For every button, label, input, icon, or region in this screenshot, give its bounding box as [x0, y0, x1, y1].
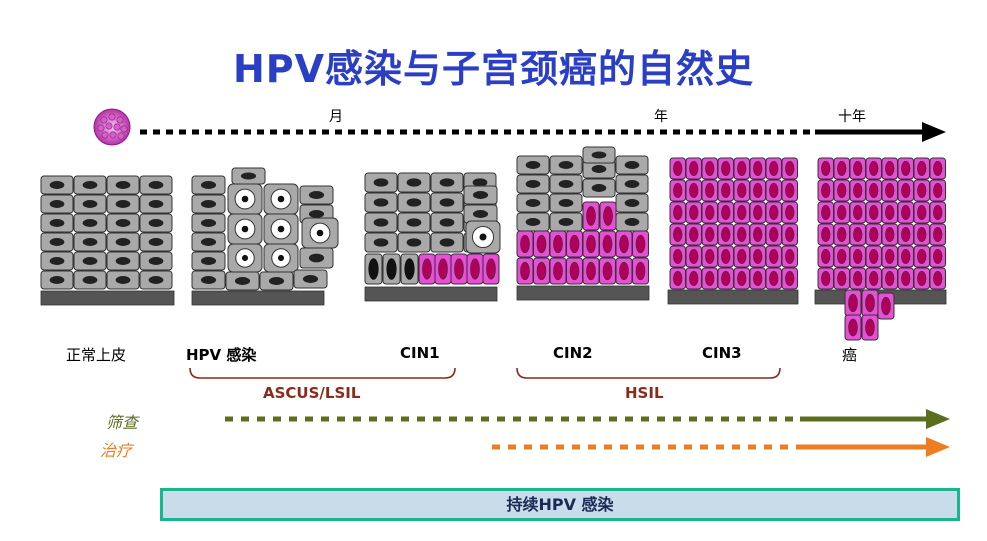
timeline-arrow [140, 122, 946, 142]
stage-label-cancer: 癌 [842, 346, 858, 364]
stage-label-normal: 正常上皮 [66, 346, 127, 364]
stage-label-cin3: CIN3 [702, 344, 742, 362]
treatment-label: 治疗 [100, 441, 133, 460]
timeline-year-label: 年 [654, 109, 668, 125]
cin2-epithelium [516, 146, 650, 301]
page-title: HPV感染与子宫颈癌的自然史 [232, 47, 755, 91]
normal-epithelium [40, 175, 175, 306]
cin1-epithelium [364, 172, 501, 302]
bracket-high-grade [516, 367, 781, 379]
stage-label-cin2: CIN2 [553, 344, 593, 362]
virus-icon [93, 108, 131, 146]
hpv-infection-epithelium [191, 167, 339, 306]
stage-label-hpv: HPV 感染 [186, 346, 257, 364]
screening-label: 筛查 [106, 413, 139, 432]
cancer-epithelium [814, 157, 947, 341]
persistent-infection-banner: 持续HPV 感染 [160, 488, 960, 521]
bracket-low-grade [189, 367, 456, 379]
timeline-month-label: 月 [329, 109, 343, 125]
stage-label-cin1: CIN1 [400, 344, 440, 362]
cin3-epithelium [667, 157, 799, 305]
group-label-high-grade: HSIL [625, 384, 664, 402]
screening-arrow [225, 409, 950, 429]
treatment-arrow [492, 437, 950, 457]
group-label-low-grade: ASCUS/LSIL [263, 384, 361, 402]
timeline-decade-label: 十年 [838, 109, 866, 125]
